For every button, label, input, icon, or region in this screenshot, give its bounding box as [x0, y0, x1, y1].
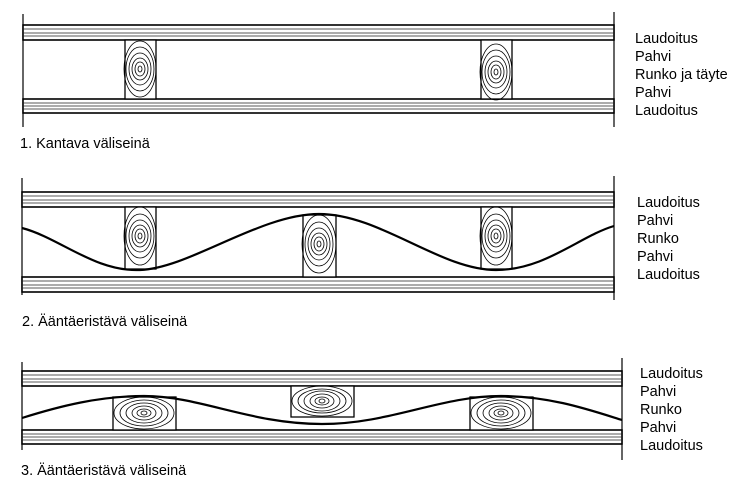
top-boarding: [21, 191, 615, 208]
layer-label: Runko: [637, 231, 679, 247]
layer-label: Pahvi: [635, 49, 671, 65]
bottom-boarding: [21, 429, 623, 445]
layer-label: Pahvi: [637, 249, 673, 265]
weaving-cardboard: [21, 394, 623, 426]
layer-label: Pahvi: [640, 420, 676, 436]
weaving-cardboard: [21, 212, 615, 272]
stud: [112, 396, 177, 431]
layer-labels: Laudoitus Pahvi Runko ja täyte Pahvi Lau…: [635, 31, 728, 119]
stud: [123, 39, 157, 100]
layer-label: Pahvi: [637, 213, 673, 229]
layer-label: Laudoitus: [640, 438, 703, 454]
diagram-caption: 2. Ääntäeristävä väliseinä: [22, 313, 188, 330]
stud: [469, 396, 534, 431]
stud: [301, 214, 337, 278]
diagram-caption: 3. Ääntäeristävä väliseinä: [21, 462, 187, 479]
diagram-caption: 1. Kantava väliseinä: [20, 136, 151, 152]
wall-section-2: Laudoitus Pahvi Runko Pahvi Laudoitus 2.…: [21, 176, 700, 330]
layer-label: Runko ja täyte: [635, 67, 728, 83]
top-boarding: [22, 24, 615, 41]
bottom-boarding: [21, 276, 615, 293]
stud: [290, 385, 355, 418]
layer-labels: Laudoitus Pahvi Runko Pahvi Laudoitus: [640, 366, 703, 454]
layer-label: Runko: [640, 402, 682, 418]
layer-label: Laudoitus: [635, 103, 698, 119]
wall-section-1: Laudoitus Pahvi Runko ja täyte Pahvi Lau…: [20, 12, 728, 152]
wall-section-3: Laudoitus Pahvi Runko Pahvi Laudoitus 3.…: [21, 358, 703, 479]
bottom-boarding: [22, 98, 615, 114]
layer-label: Pahvi: [640, 384, 676, 400]
layer-label: Laudoitus: [640, 366, 703, 382]
stud: [479, 206, 513, 270]
top-boarding: [21, 370, 623, 387]
layer-labels: Laudoitus Pahvi Runko Pahvi Laudoitus: [637, 195, 700, 283]
stud: [479, 39, 513, 101]
layer-label: Laudoitus: [637, 195, 700, 211]
stud: [123, 206, 157, 270]
layer-label: Pahvi: [635, 85, 671, 101]
layer-label: Laudoitus: [637, 267, 700, 283]
layer-label: Laudoitus: [635, 31, 698, 47]
